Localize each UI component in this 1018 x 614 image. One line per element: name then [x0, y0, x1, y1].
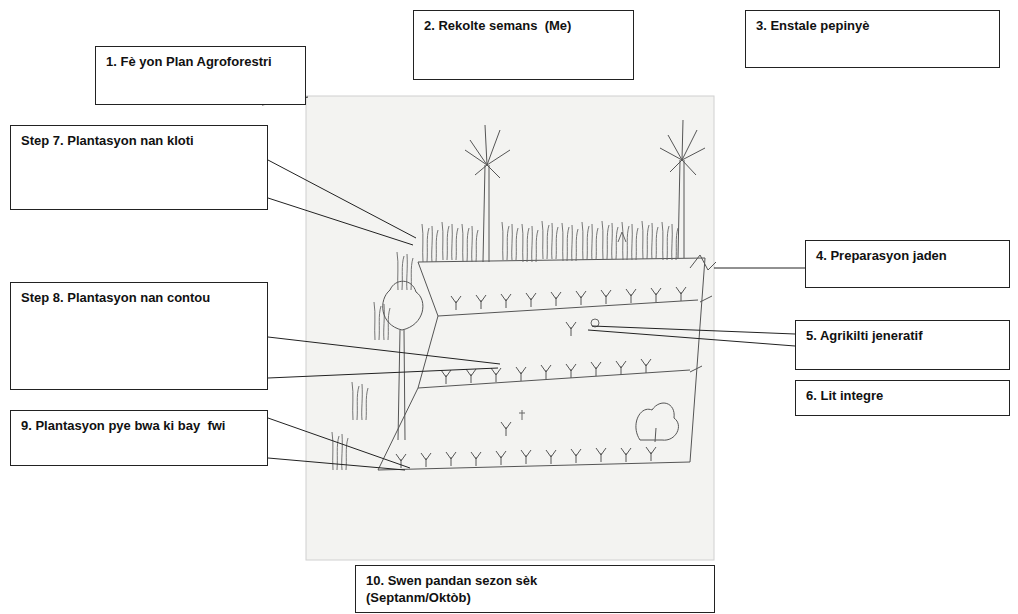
callout-box: Step 7. Plantasyon nan kloti [10, 125, 268, 210]
leader-line [588, 330, 795, 346]
trees [383, 255, 716, 442]
leader-line [268, 368, 498, 378]
leader-line [268, 337, 500, 364]
callout-text: 9. Plantasyon pye bwa ki bay fwi [21, 418, 251, 435]
callout-text: 6. Lit integre [806, 388, 999, 405]
callout-box: 4. Preparasyon jaden [805, 240, 1010, 288]
hedge-grass [332, 221, 678, 470]
palm-trees [465, 120, 705, 262]
callout-box: 1. Fè yon Plan Agroforestri [95, 46, 306, 105]
terraces [378, 258, 712, 470]
leader-line [268, 418, 410, 468]
callout-text: Step 8. Plantasyon nan contou [21, 290, 221, 307]
callout-text: 3. Enstale pepinyè [756, 18, 989, 35]
callout-box: 3. Enstale pepinyè [745, 10, 1000, 68]
callout-box: 6. Lit integre [795, 380, 1010, 416]
callout-text: 10. Swen pandan sezon sèk (Septanm/Oktòb… [366, 573, 596, 607]
callout-box: 2. Rekolte semans (Me) [413, 10, 634, 80]
callout-text: 4. Preparasyon jaden [816, 248, 999, 265]
callout-text: 2. Rekolte semans (Me) [424, 18, 623, 35]
small-figures [519, 232, 626, 420]
callout-box: Step 8. Plantasyon nan contou [10, 282, 268, 390]
callout-box: 9. Plantasyon pye bwa ki bay fwi [10, 410, 268, 466]
callout-text: Step 7. Plantasyon nan kloti [21, 133, 221, 150]
leader-line [268, 458, 405, 470]
leader-line [268, 160, 416, 238]
callout-box: 5. Agrikilti jeneratif [795, 320, 1010, 370]
small-plants [396, 287, 686, 468]
callout-text: 1. Fè yon Plan Agroforestri [106, 54, 295, 71]
leader-line [268, 198, 413, 245]
leader-line [714, 268, 805, 269]
callout-text: 5. Agrikilti jeneratif [806, 328, 999, 345]
callout-box: 10. Swen pandan sezon sèk (Septanm/Oktòb… [355, 565, 715, 613]
